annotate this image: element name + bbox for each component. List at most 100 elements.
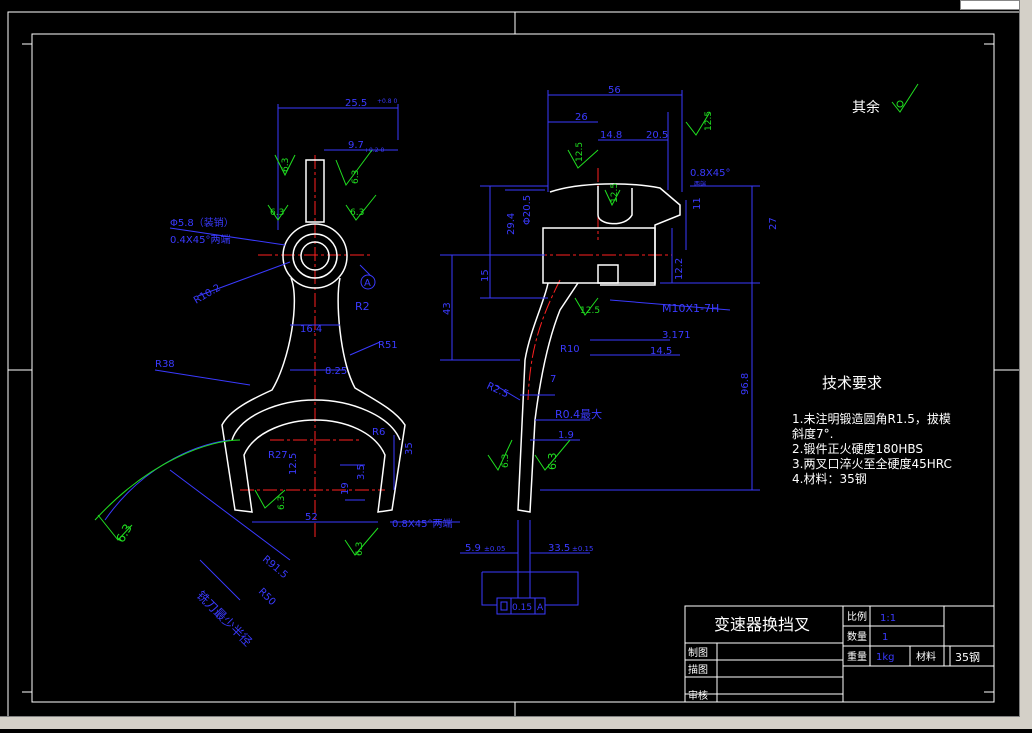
tolerance-datum: A (537, 603, 544, 613)
weight-value: 1kg (876, 652, 895, 663)
dim-33-5: 33.5 (548, 543, 570, 554)
dim-r10: R10 (560, 344, 580, 355)
side-outline (517, 183, 681, 513)
parallelism-icon (500, 601, 508, 611)
dim-8-25: 8.25 (325, 366, 347, 377)
dim-r2-5: R2.5 (485, 381, 510, 401)
side-roughness-marks (487, 111, 711, 472)
title-block (684, 605, 995, 703)
radius-r6: R6 (372, 427, 385, 438)
dim-7: 7 (550, 374, 556, 385)
material-label: 材料 (916, 650, 936, 663)
vertical-scrollbar[interactable] (1019, 0, 1032, 717)
radius-r51: R51 (378, 340, 398, 351)
roughness-front-6: 6.3 (355, 542, 365, 556)
dim-3-5: 3.5 (356, 464, 367, 480)
traced-label: 描图 (688, 663, 708, 676)
arc-r50: R50 (256, 586, 278, 608)
quantity-value: 1 (882, 632, 888, 643)
tech-req-line-4: 3.两叉口淬火至全硬度45HRC (792, 456, 952, 471)
dim-56: 56 (608, 85, 621, 96)
side-chamfer: 0.8X45° (690, 168, 730, 179)
roughness-side-1: 12.5 (575, 142, 585, 162)
front-roughness-marks (97, 149, 379, 556)
roughness-side-3: 12.5 (704, 111, 714, 131)
tech-req-line-5: 4.材料：35钢 (792, 472, 867, 486)
side-view: 0.15 A 56 26 14.8 20.5 0.8X45° 两端 Φ20.5 … (440, 85, 779, 615)
dim-neck: 16.4 (300, 324, 322, 335)
dim-slot: 9.7 (348, 140, 364, 151)
scroll-corner (1020, 717, 1032, 729)
radius-r2: R2 (355, 300, 370, 313)
roughness-side-5: 6.3 (501, 454, 511, 468)
tech-req-line-2: 斜度7°. (792, 426, 833, 441)
weight-label: 重量 (847, 650, 867, 663)
thread-note: M10X1-7H (662, 302, 719, 315)
dim-14-8: 14.8 (600, 130, 622, 141)
dim-top-width: 25.5 (345, 98, 367, 109)
machining-note: 铣刀最少半径 (194, 588, 255, 649)
dim-3-171: 3.171 (662, 330, 691, 341)
front-outline (221, 159, 406, 513)
dim-11: 11 (692, 197, 703, 210)
roughness-front-2: 6.3 (351, 170, 361, 184)
tech-req-lines: 1.未注明锻造圆角R1.5，拔模 斜度7°. 2.锻件正火硬度180HBS 3.… (792, 411, 952, 486)
roughness-side-4: 12.5 (580, 306, 600, 316)
dim-15: 15 (480, 269, 491, 282)
dim-fork-radius: R27 (268, 450, 288, 461)
dim-96-8: 96.8 (740, 373, 751, 395)
dim-phi20-5: Φ20.5 (522, 195, 533, 225)
drawn-label: 制图 (688, 646, 708, 659)
side-chamfer-sub: 两端 (694, 180, 706, 188)
dim-5-9-tol: ±0.05 (484, 545, 505, 553)
roughness-front-4: 6.3 (350, 208, 364, 218)
roughness-front-3: 6.3 (270, 208, 284, 218)
chamfer-bottom: 0.8X45°两端 (392, 517, 452, 530)
quantity-label: 数量 (847, 630, 867, 643)
front-centerlines (240, 155, 385, 540)
dim-27: 27 (768, 217, 779, 230)
layout-tab[interactable] (960, 0, 1020, 10)
side-dim-lines (440, 90, 760, 610)
roughness-front-1: 6.3 (281, 158, 291, 172)
datum-a: A (364, 278, 371, 289)
dim-12-2: 12.2 (674, 258, 685, 280)
tech-req-line-1: 1.未注明锻造圆角R1.5，拔模 (792, 411, 951, 426)
dim-29-4: 29.4 (506, 213, 517, 235)
radius-r38: R38 (155, 359, 175, 370)
roughness-note: 其余 (852, 99, 880, 116)
dim-35: 35 (404, 442, 415, 455)
front-view: 25.5 +0.8 0 9.7 +0.2 0 Φ5.8（装销） 0.4X45°两… (94, 98, 460, 649)
tech-req-line-3: 2.锻件正火硬度180HBS (792, 441, 923, 456)
material-value: 35钢 (955, 651, 980, 664)
hole-note: Φ5.8（装销） (170, 216, 234, 229)
drawing-title: 变速器换挡叉 (714, 615, 810, 634)
side-centerlines (510, 168, 672, 401)
arc-r91: R91.5 (260, 554, 289, 581)
tolerance-frame (496, 597, 546, 615)
roughness-side-2: 12.5 (610, 183, 620, 203)
roughness-note-mark (891, 83, 919, 113)
scale-value: 1:1 (880, 613, 896, 624)
tolerance-value: 0.15 (512, 603, 532, 613)
dim-1-9: 1.9 (558, 430, 574, 441)
dim-20-5: 20.5 (646, 130, 668, 141)
dim-26: 26 (575, 112, 588, 123)
bore-note: R10.2 (192, 282, 223, 306)
dim-12-5: 12.5 (288, 453, 299, 475)
horizontal-scrollbar[interactable] (0, 716, 1020, 729)
dim-19: 19 (340, 482, 351, 495)
scale-label: 比例 (847, 610, 867, 623)
checked-label: 审核 (688, 689, 708, 702)
dim-top-tol: +0.8 0 (377, 98, 397, 105)
dim-52: 52 (305, 512, 318, 523)
dim-43: 43 (442, 302, 453, 315)
dim-33-5-tol: ±0.15 (572, 545, 593, 553)
dim-14-5: 14.5 (650, 346, 672, 357)
roughness-side-6: 6.3 (546, 453, 559, 471)
milling-arc (94, 439, 241, 521)
chamfer-note: 0.4X45°两端 (170, 233, 230, 246)
datum-a-circle (360, 274, 376, 290)
